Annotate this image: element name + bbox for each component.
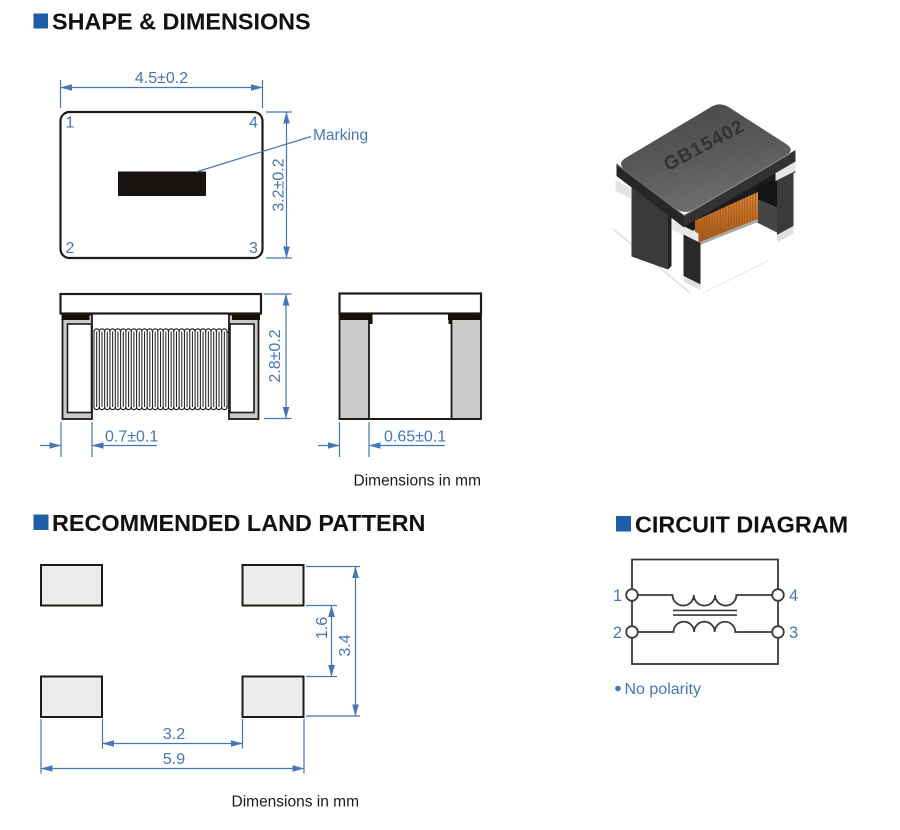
svg-text:4.5±0.2: 4.5±0.2 <box>135 70 188 87</box>
svg-text:2: 2 <box>613 624 622 642</box>
svg-text:Dimensions in mm: Dimensions in mm <box>354 473 481 490</box>
svg-text:3.2: 3.2 <box>163 726 185 743</box>
svg-text:0.65±0.1: 0.65±0.1 <box>384 429 446 446</box>
svg-text:1: 1 <box>66 115 75 132</box>
svg-text:RECOMMENDED LAND PATTERN: RECOMMENDED LAND PATTERN <box>52 510 425 536</box>
svg-text:0.7±0.1: 0.7±0.1 <box>105 429 158 446</box>
svg-text:3.2±0.2: 3.2±0.2 <box>271 158 288 211</box>
svg-text:3: 3 <box>249 240 258 257</box>
svg-text:CIRCUIT DIAGRAM: CIRCUIT DIAGRAM <box>635 512 848 538</box>
svg-text:No polarity: No polarity <box>625 681 701 698</box>
svg-text:1: 1 <box>613 587 622 605</box>
svg-text:Marking: Marking <box>313 127 368 144</box>
svg-text:4: 4 <box>789 587 798 605</box>
svg-text:Dimensions in mm: Dimensions in mm <box>232 794 359 811</box>
svg-text:4: 4 <box>249 115 258 132</box>
svg-text:3: 3 <box>789 624 798 642</box>
svg-text:1.6: 1.6 <box>314 617 331 639</box>
svg-text:SHAPE & DIMENSIONS: SHAPE & DIMENSIONS <box>52 9 311 35</box>
svg-text:2.8±0.2: 2.8±0.2 <box>267 329 284 382</box>
svg-text:3.4: 3.4 <box>337 634 354 656</box>
svg-text:2: 2 <box>66 240 75 257</box>
svg-text:5.9: 5.9 <box>163 751 185 768</box>
